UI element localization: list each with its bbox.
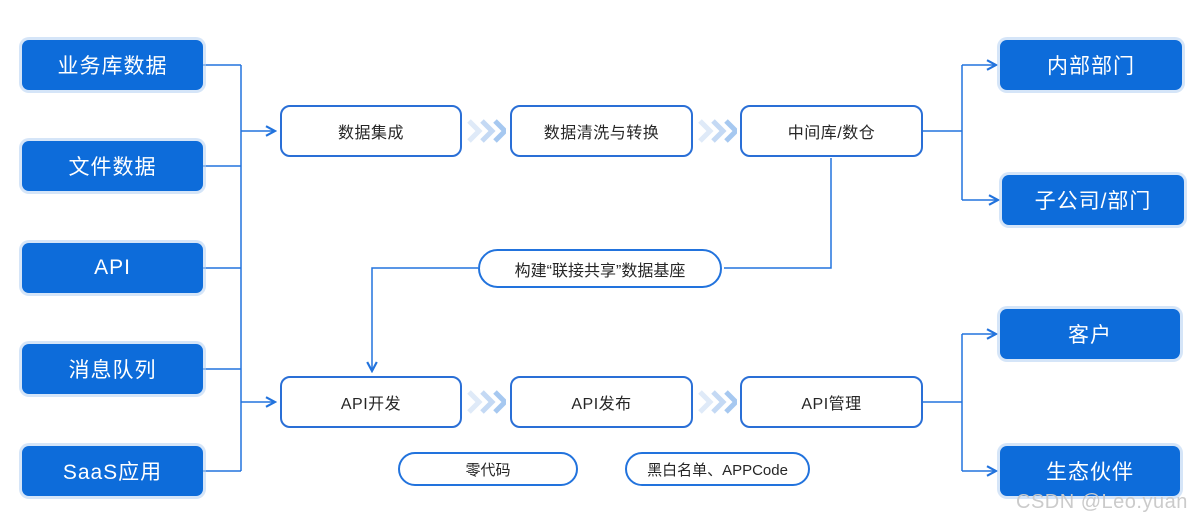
source-node-business-db: 业务库数据 [22,40,203,90]
source-node-file-data: 文件数据 [22,141,203,191]
target-node-subsidiary-dept: 子公司/部门 [1002,175,1184,225]
flow-node-label: API开发 [340,396,402,413]
tag-pill-blacklist-appcode: 黑白名单、APPCode [625,452,810,486]
flow-node-label: API发布 [571,396,632,413]
target-node-internal-dept: 内部部门 [1000,40,1182,90]
watermark-text: CSDN @Leo.yuan [1016,491,1188,513]
target-node-label: 子公司/部门 [1034,190,1152,213]
foundation-pill: 构建“联接共享”数据基座 [478,249,722,288]
source-node-label: 消息队列 [68,359,157,382]
flow-chevrons-icon [466,119,509,148]
flow-chevrons-icon [697,119,740,148]
source-node-label: 文件数据 [68,156,157,179]
target-node-label: 客户 [1068,324,1112,347]
tag-pill-label: 零代码 [465,461,511,479]
flow-node-api-publish: API发布 [510,376,693,428]
flow-chevrons-icon [466,390,509,419]
flow-node-middle-warehouse: 中间库/数仓 [740,105,923,157]
flow-chevrons-icon [697,390,740,419]
source-node-label: API [94,256,131,279]
source-node-label: SaaS应用 [62,461,163,484]
flow-node-data-cleaning: 数据清洗与转换 [510,105,693,157]
foundation-pill-label: 构建“联接共享”数据基座 [514,262,686,280]
source-node-api: API [22,243,203,293]
flow-node-label: API管理 [801,396,862,413]
target-node-customer: 客户 [1000,309,1180,359]
source-node-message-queue: 消息队列 [22,344,203,394]
tag-pill-label: 黑白名单、APPCode [647,461,788,479]
flow-node-data-integration: 数据集成 [280,105,462,157]
target-node-label: 内部部门 [1047,55,1135,78]
source-node-saas-app: SaaS应用 [22,446,203,496]
flow-node-label: 数据集成 [337,125,404,142]
flow-node-label: 中间库/数仓 [787,125,876,142]
target-node-eco-partner: 生态伙伴 [1000,446,1180,496]
tag-pill-zero-code: 零代码 [398,452,578,486]
source-node-label: 业务库数据 [57,55,168,78]
flow-node-api-manage: API管理 [740,376,923,428]
flow-node-api-dev: API开发 [280,376,462,428]
flow-node-label: 数据清洗与转换 [543,125,660,142]
target-node-label: 生态伙伴 [1046,461,1134,484]
